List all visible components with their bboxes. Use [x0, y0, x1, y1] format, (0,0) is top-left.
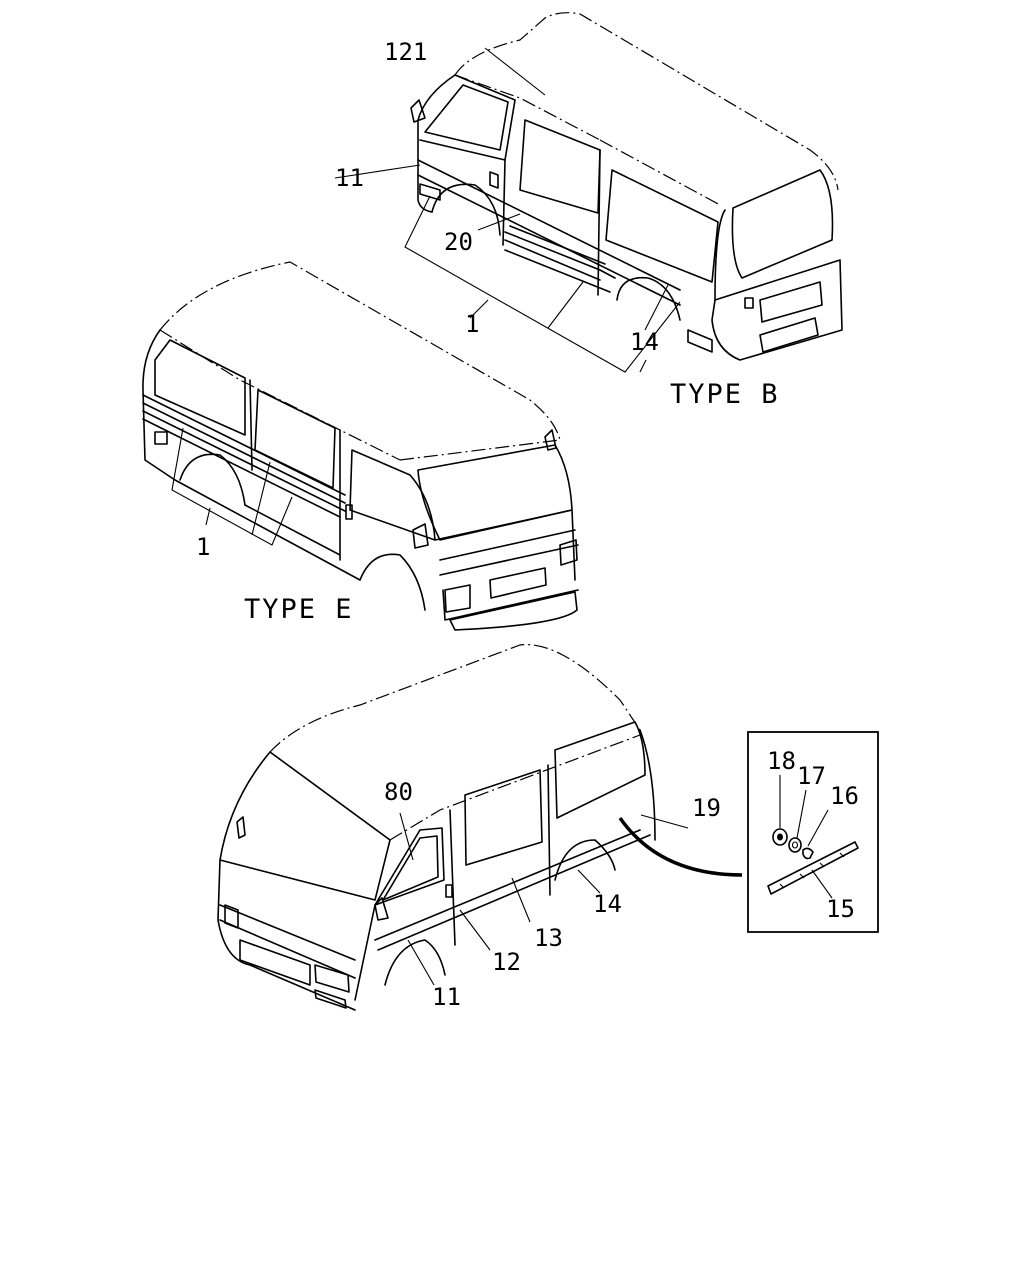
- callout-17: 17: [797, 762, 826, 790]
- callout-14-main: 14: [593, 890, 622, 918]
- callout-18: 18: [767, 747, 796, 775]
- callout-1-type-b: 1: [465, 310, 479, 338]
- callout-80: 80: [384, 778, 413, 806]
- van-type-b: [334, 12, 843, 373]
- callout-13: 13: [534, 924, 563, 952]
- callout-14-type-b: 14: [630, 328, 659, 356]
- moulding-clip-detail-box: [747, 731, 879, 933]
- callout-12: 12: [492, 948, 521, 976]
- callout-11-type-b: 11: [335, 164, 364, 192]
- callout-11-main: 11: [432, 983, 461, 1011]
- van-main: [217, 644, 743, 1011]
- callout-121: 121: [384, 38, 427, 66]
- callout-19: 19: [692, 794, 721, 822]
- callout-1-type-e: 1: [196, 533, 210, 561]
- type-b-label: TYPE B: [670, 379, 780, 410]
- van-type-e: [142, 261, 579, 631]
- callout-16: 16: [830, 782, 859, 810]
- callout-15: 15: [826, 895, 855, 923]
- type-e-label: TYPE E: [244, 594, 354, 625]
- callout-20: 20: [444, 228, 473, 256]
